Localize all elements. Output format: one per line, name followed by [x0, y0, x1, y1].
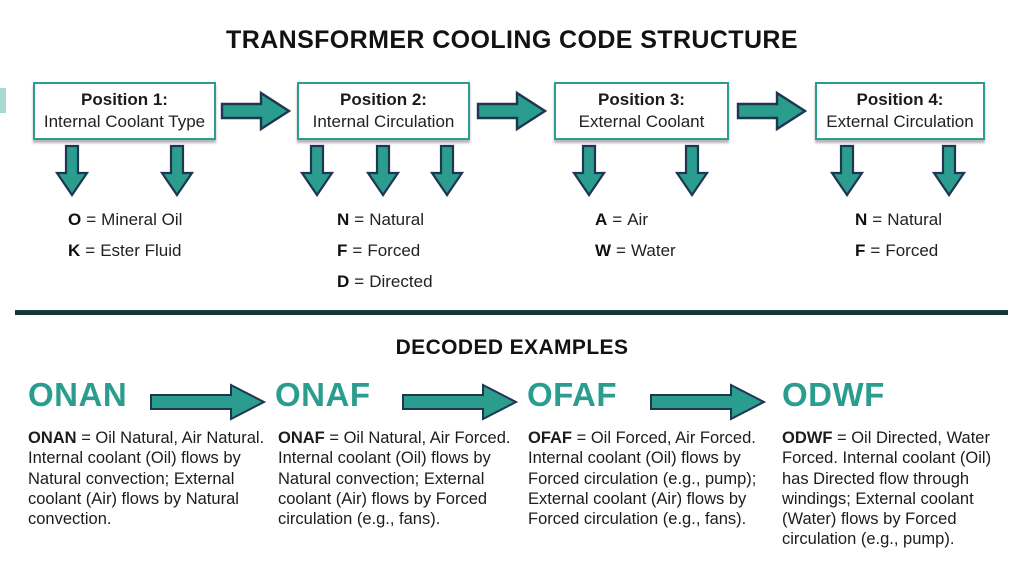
- description-code: ONAF: [278, 429, 325, 447]
- position-2-title: Position 2:: [340, 90, 427, 109]
- description-text: = Oil Directed, Water Forced. Internal c…: [782, 429, 992, 549]
- right-arrow-icon: [476, 88, 548, 134]
- position-1-subtitle: Internal Coolant Type: [43, 112, 206, 131]
- code-meaning: Directed: [369, 272, 433, 291]
- code-meaning: Forced: [885, 241, 939, 260]
- code-line: D=Directed: [337, 266, 433, 297]
- position-4-title: Position 4:: [856, 90, 944, 109]
- code-letter: A: [595, 210, 608, 229]
- code-line: W=Water: [595, 235, 676, 266]
- right-arrow-icon: [736, 88, 808, 134]
- down-arrow-icon: [931, 144, 967, 198]
- example-code-onaf: ONAF: [275, 376, 371, 413]
- equals-sign: =: [616, 241, 626, 260]
- page-title: TRANSFORMER COOLING CODE STRUCTURE: [226, 26, 798, 54]
- code-meaning: Forced: [367, 241, 421, 260]
- example-code-ofaf: OFAF: [527, 376, 617, 413]
- code-line: A=Air: [595, 204, 676, 235]
- down-arrow-icon: [365, 144, 401, 198]
- code-meaning: Water: [630, 241, 676, 260]
- code-line: N=Natural: [337, 204, 433, 235]
- position-2-code-list: N=Natural F=Forced D=Directed: [337, 204, 433, 297]
- description-text: = Oil Natural, Air Forced. Internal cool…: [278, 429, 511, 529]
- example-description-onaf: ONAF = Oil Natural, Air Forced. Internal…: [278, 428, 516, 529]
- down-arrow-icon: [829, 144, 865, 198]
- down-arrow-icon: [571, 144, 607, 198]
- equals-sign: =: [354, 272, 365, 291]
- position-3-box: Position 3: External Coolant: [554, 82, 729, 140]
- section-divider: [15, 310, 1008, 315]
- code-meaning: Ester Fluid: [100, 241, 182, 260]
- code-line: F=Forced: [337, 235, 433, 266]
- description-code: OFAF: [528, 429, 572, 447]
- position-1-code-list: O=Mineral Oil K=Ester Fluid: [68, 204, 182, 266]
- code-letter: K: [68, 241, 81, 260]
- code-meaning: Natural: [887, 210, 943, 229]
- code-meaning: Air: [627, 210, 648, 229]
- example-code-odwf: ODWF: [782, 376, 885, 413]
- position-4-code-list: N=Natural F=Forced: [855, 204, 942, 266]
- equals-sign: =: [352, 241, 363, 260]
- position-1-title: Position 1:: [81, 90, 168, 109]
- description-text: = Oil Natural, Air Natural. Internal coo…: [28, 429, 265, 529]
- code-line: F=Forced: [855, 235, 942, 266]
- equals-sign: =: [870, 241, 881, 260]
- position-1-box: Position 1: Internal Coolant Type: [33, 82, 216, 140]
- code-line: K=Ester Fluid: [68, 235, 182, 266]
- code-meaning: Natural: [369, 210, 425, 229]
- code-letter: F: [855, 241, 866, 260]
- example-description-onan: ONAN = Oil Natural, Air Natural. Interna…: [28, 428, 266, 529]
- down-arrow-icon: [674, 144, 710, 198]
- example-description-odwf: ODWF = Oil Directed, Water Forced. Inter…: [782, 428, 1020, 550]
- code-letter: F: [337, 241, 348, 260]
- code-letter: N: [337, 210, 350, 229]
- right-arrow-icon: [400, 380, 520, 424]
- example-code-onan: ONAN: [28, 376, 128, 413]
- position-3-title: Position 3:: [598, 90, 685, 109]
- code-letter: D: [337, 272, 350, 291]
- example-description-ofaf: OFAF = Oil Forced, Air Forced. Internal …: [528, 428, 766, 529]
- down-arrow-icon: [429, 144, 465, 198]
- code-letter: O: [68, 210, 82, 229]
- description-code: ODWF: [782, 429, 833, 447]
- left-edge-arrow-fragment: [0, 88, 6, 113]
- equals-sign: =: [85, 241, 96, 260]
- examples-section-title: DECODED EXAMPLES: [395, 336, 629, 359]
- description-text: = Oil Forced, Air Forced. Internal coola…: [528, 429, 757, 529]
- code-letter: N: [855, 210, 868, 229]
- code-meaning: Mineral Oil: [101, 210, 183, 229]
- equals-sign: =: [354, 210, 365, 229]
- equals-sign: =: [872, 210, 883, 229]
- code-line: O=Mineral Oil: [68, 204, 182, 235]
- down-arrow-icon: [159, 144, 195, 198]
- right-arrow-icon: [148, 380, 268, 424]
- position-3-subtitle: External Coolant: [578, 112, 705, 131]
- right-arrow-icon: [220, 88, 292, 134]
- position-4-subtitle: External Circulation: [826, 112, 974, 131]
- code-line: N=Natural: [855, 204, 942, 235]
- position-2-subtitle: Internal Circulation: [312, 112, 455, 131]
- position-2-box: Position 2: Internal Circulation: [297, 82, 470, 140]
- equals-sign: =: [86, 210, 97, 229]
- description-code: ONAN: [28, 429, 77, 447]
- right-arrow-icon: [648, 380, 768, 424]
- code-letter: W: [595, 241, 612, 260]
- down-arrow-icon: [299, 144, 335, 198]
- equals-sign: =: [612, 210, 623, 229]
- down-arrow-icon: [54, 144, 90, 198]
- position-4-box: Position 4: External Circulation: [815, 82, 985, 140]
- position-3-code-list: A=Air W=Water: [595, 204, 676, 266]
